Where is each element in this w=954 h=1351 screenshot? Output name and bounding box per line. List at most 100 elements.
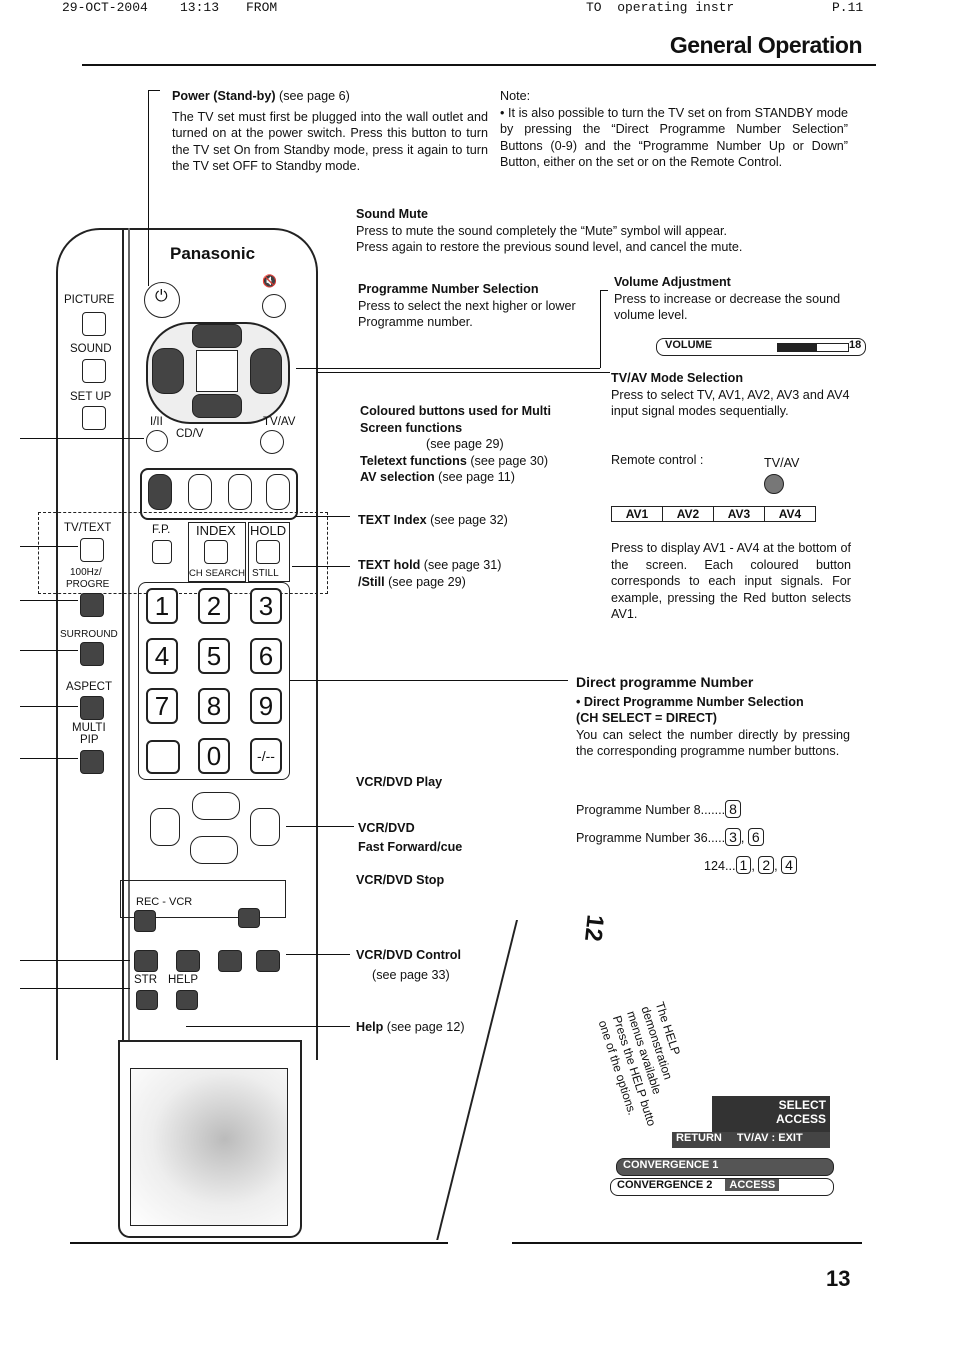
remote-control-label: Remote control : <box>611 453 704 467</box>
digit-pad <box>138 582 290 780</box>
pip-label: PIP <box>80 734 99 746</box>
teletext-ref: (see page 30) <box>466 453 549 468</box>
vcr-ff-label-1: VCR/DVD <box>358 821 415 835</box>
leader-volume-v <box>600 290 602 368</box>
leader-text-index <box>296 516 350 518</box>
rec-button[interactable] <box>134 910 156 932</box>
help-button[interactable] <box>176 990 198 1010</box>
text-index-annotation: TEXT Index (see page 32) <box>358 512 508 529</box>
bottom-rule-left <box>70 1242 448 1244</box>
power-subtitle: (Stand-by) <box>209 89 276 103</box>
digit-5-button[interactable]: 5 <box>198 638 230 674</box>
str-label: STR <box>134 974 157 986</box>
leader-tvav <box>316 372 610 374</box>
inset-access: ACCESS <box>775 1112 826 1126</box>
digit-6-button[interactable]: 6 <box>250 638 282 674</box>
example-2-key-6: 6 <box>747 828 764 846</box>
power-body: The TV set must first be plugged into th… <box>172 109 488 174</box>
str-button[interactable] <box>136 990 158 1010</box>
coloured-annotation: Coloured buttons used for Multi Screen f… <box>360 403 580 486</box>
tvav-button[interactable] <box>260 430 284 454</box>
teletext-title: Teletext functions <box>360 453 467 468</box>
ok-button[interactable] <box>196 350 238 392</box>
vcr-stop-button[interactable] <box>190 836 238 864</box>
index-label: INDEX <box>196 523 236 538</box>
coloured-buttons-panel <box>140 468 298 520</box>
power-button[interactable]: ⏻ <box>144 282 180 318</box>
title-rule <box>82 64 876 66</box>
direct-body: You can select the number directly by pr… <box>576 727 850 759</box>
vcr-control-4[interactable] <box>256 950 280 972</box>
yellow-button[interactable] <box>228 474 252 510</box>
surround-button[interactable] <box>80 642 104 666</box>
still-ref: (see page 29) <box>384 574 466 589</box>
digit-0-button[interactable]: 0 <box>198 738 230 774</box>
remote-divider <box>122 228 124 1058</box>
green-button[interactable] <box>188 474 212 510</box>
digit-1-button[interactable]: 1 <box>146 588 178 624</box>
vcr-play-button[interactable] <box>192 792 240 820</box>
mute-button[interactable] <box>262 294 286 318</box>
rec-vcr-panel <box>120 880 286 918</box>
tvav-annotation: TV/AV Mode Selection Press to select TV,… <box>611 370 861 420</box>
direct-subtitle-2: (CH SELECT = DIRECT) <box>576 711 717 725</box>
inset-select: SELECT <box>778 1098 826 1112</box>
note-body: • It is also possible to turn the TV set… <box>500 105 848 170</box>
leader-left-1 <box>20 960 130 962</box>
red-button[interactable] <box>148 474 172 510</box>
i-ii-button[interactable] <box>146 430 168 452</box>
vcr-rewind-button[interactable] <box>150 808 180 846</box>
digit-dash-button[interactable]: -/-- <box>250 738 282 774</box>
recall-button[interactable] <box>146 740 180 774</box>
volume-bar-value: 18 <box>849 339 862 351</box>
vcr-control-1[interactable] <box>134 950 158 972</box>
leader-volume <box>296 368 600 370</box>
digit-3-button[interactable]: 3 <box>250 588 282 624</box>
fp-button[interactable] <box>152 540 172 564</box>
leader-left-8 <box>20 438 144 440</box>
progre-label: PROGRE <box>66 579 110 590</box>
text-index-ref: (see page 32) <box>426 513 508 527</box>
digit-4-button[interactable]: 4 <box>146 638 178 674</box>
digit-7-button[interactable]: 7 <box>146 688 178 724</box>
blue-button[interactable] <box>266 474 290 510</box>
i-ii-label: I/II <box>150 416 163 428</box>
picture-button[interactable] <box>82 312 106 336</box>
help-ref: (see page 12) <box>383 1020 465 1034</box>
fax-page: P.11 <box>832 0 864 15</box>
vcr-control-2[interactable] <box>176 950 200 972</box>
example-3-key-4: 4 <box>781 856 797 874</box>
sound-label: SOUND <box>70 343 112 355</box>
vcr-control-3[interactable] <box>218 950 242 972</box>
programme-down-button[interactable] <box>192 394 242 418</box>
av-body: Press to display AV1 - AV4 at the bottom… <box>611 541 851 621</box>
text-hold-ref: (see page 31) <box>420 558 502 572</box>
text-hold-annotation: TEXT hold (see page 31) /Still (see page… <box>358 557 501 590</box>
vcr-play-label: VCR/DVD Play <box>356 775 443 789</box>
direct-title: Direct programme Number <box>576 674 754 690</box>
pip-button[interactable] <box>80 750 104 774</box>
100hz-button[interactable] <box>80 593 104 617</box>
text-hold-title: TEXT hold <box>358 558 421 572</box>
mute-annotation: Sound Mute Press to mute the sound compl… <box>356 206 836 256</box>
volume-down-button[interactable] <box>152 348 184 394</box>
digit-2-button[interactable]: 2 <box>198 588 230 624</box>
programme-up-button[interactable] <box>192 324 242 348</box>
hold-button[interactable] <box>256 540 280 564</box>
hold-label: HOLD <box>250 523 287 538</box>
tvtext-button[interactable] <box>80 538 104 562</box>
volume-annotation: Volume Adjustment Press to increase or d… <box>614 274 864 324</box>
digit-8-button[interactable]: 8 <box>198 688 230 724</box>
vcr-pause-button[interactable] <box>238 908 260 928</box>
vcr-ff-button[interactable] <box>250 808 280 846</box>
volume-up-button[interactable] <box>250 348 282 394</box>
aspect-button[interactable] <box>80 696 104 720</box>
text-index-title: TEXT Index <box>358 513 427 527</box>
sound-button[interactable] <box>82 359 106 383</box>
leader-left-5 <box>20 650 78 652</box>
example-2-key-3: 3 <box>725 828 741 846</box>
note-annotation: Note: • It is also possible to turn the … <box>500 88 848 171</box>
setup-button[interactable] <box>82 406 106 430</box>
digit-9-button[interactable]: 9 <box>250 688 282 724</box>
index-button[interactable] <box>204 540 228 564</box>
